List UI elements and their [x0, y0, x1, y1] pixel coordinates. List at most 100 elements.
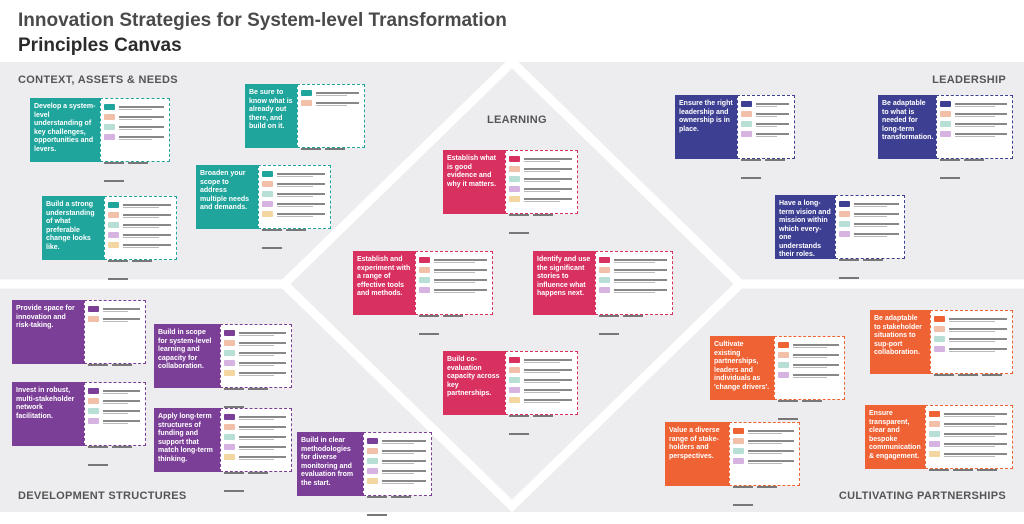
principle-card-c8[interactable]: Establish what is good evidence and why …: [443, 150, 578, 234]
principle-card-c15[interactable]: Apply long-term structures of funding an…: [154, 408, 292, 492]
card-footer-legend: [104, 154, 166, 182]
note-text-placeholder: [955, 123, 1007, 125]
note-text-placeholder: [103, 400, 140, 402]
principle-card-c3[interactable]: Broaden your scope to address multiple n…: [196, 165, 331, 249]
note-text-placeholder: [748, 440, 794, 442]
card-title: Invest in robust, multi-stakeholder netw…: [12, 382, 84, 446]
note-tag-icon: [104, 114, 115, 120]
note-tag-icon: [599, 287, 610, 293]
note-text-placeholder: [955, 103, 1007, 105]
legend-mark: [104, 179, 124, 182]
card-note-row: [419, 266, 489, 274]
principle-card-c20[interactable]: Ensure transparent, clear and bespoke co…: [865, 405, 1013, 471]
quadrant-label-development: DEVELOPMENT STRUCTURES: [18, 490, 187, 502]
legend-mark: [224, 489, 244, 492]
card-note-row: [367, 467, 428, 475]
note-tag-icon: [367, 458, 378, 464]
note-tag-icon: [733, 438, 744, 444]
card-note-row: [509, 376, 574, 384]
card-notes-panel: [84, 382, 146, 466]
principle-card-c14[interactable]: Invest in robust, multi-stakeholder netw…: [12, 382, 146, 466]
legend-mark: [940, 176, 960, 179]
legend-mark: [934, 373, 954, 376]
card-note-row: [88, 417, 142, 425]
note-text-placeholder: [382, 462, 414, 464]
principle-card-c12[interactable]: Provide space for innovation and risk-ta…: [12, 300, 146, 384]
card-note-row: [741, 120, 791, 128]
legend-mark: [741, 176, 761, 179]
card-note-row: [224, 423, 288, 431]
note-text-placeholder: [944, 433, 1007, 435]
note-text-placeholder: [239, 418, 274, 420]
note-text-placeholder: [239, 334, 274, 336]
legend-mark: [599, 314, 619, 317]
card-title: Provide space for innovation and risk-ta…: [12, 300, 84, 364]
note-text-placeholder: [793, 354, 839, 356]
principle-card-c16[interactable]: Build in clear methodologies for diverse…: [297, 432, 432, 516]
card-footer-legend: [741, 151, 791, 179]
card-notes-panel: [737, 95, 795, 179]
note-text-placeholder: [239, 456, 286, 458]
principle-card-c7[interactable]: Have a long-term vision and mission with…: [775, 195, 905, 279]
card-note-row: [778, 371, 841, 379]
note-text-placeholder: [382, 480, 426, 482]
note-text-placeholder: [103, 420, 140, 422]
principle-card-c9[interactable]: Establish and experiment with a range of…: [353, 251, 493, 335]
card-note-row: [224, 453, 288, 461]
principle-card-c17[interactable]: Be adaptable to stakeholder situations t…: [870, 310, 1013, 376]
legend-mark: [733, 503, 753, 506]
card-note-row: [839, 210, 901, 218]
card-note-row: [940, 100, 1009, 108]
principle-card-c1[interactable]: Develop a system-level understanding of …: [30, 98, 170, 182]
card-notes-panel: [595, 251, 673, 335]
card-footer-legend: [940, 151, 1009, 179]
legend-mark: [286, 228, 306, 231]
legend-mark: [765, 158, 785, 161]
note-text-placeholder: [123, 216, 159, 218]
card-note-row: [509, 155, 574, 163]
card-note-row: [108, 241, 173, 249]
card-footer-legend: [839, 251, 901, 279]
note-text-placeholder: [944, 435, 995, 437]
note-tag-icon: [509, 196, 520, 202]
note-text-placeholder: [756, 125, 777, 127]
card-note-row: [599, 286, 669, 294]
note-tag-icon: [224, 424, 235, 430]
principle-card-c6[interactable]: Be adaptable to what is needed for long-…: [878, 95, 1013, 179]
note-text-placeholder: [524, 379, 572, 381]
principle-card-c10[interactable]: Identify and use the significant stories…: [533, 251, 673, 335]
note-text-placeholder: [382, 440, 426, 442]
note-text-placeholder: [756, 113, 789, 115]
card-notes-panel: [363, 432, 432, 516]
note-text-placeholder: [756, 115, 777, 117]
note-text-placeholder: [277, 195, 313, 197]
note-text-placeholder: [239, 352, 286, 354]
principle-card-c13[interactable]: Build in scope for system-level learning…: [154, 324, 292, 408]
card-note-row: [367, 457, 428, 465]
card-note-row: [262, 170, 327, 178]
card-footer-legend: [367, 488, 428, 516]
principle-card-c4[interactable]: Build a strong understanding of what pre…: [42, 196, 177, 280]
card-note-row: [778, 341, 841, 349]
card-notes-panel: [930, 310, 1013, 376]
principle-card-c19[interactable]: Value a diverse range of stake-holders a…: [665, 422, 800, 506]
card-note-row: [509, 386, 574, 394]
note-text-placeholder: [382, 450, 426, 452]
card-note-row: [367, 447, 428, 455]
card-note-row: [778, 351, 841, 359]
note-text-placeholder: [949, 320, 995, 322]
card-note-row: [224, 369, 288, 377]
note-text-placeholder: [955, 125, 995, 127]
principle-card-c2[interactable]: Be sure to know what is already out ther…: [245, 84, 365, 168]
legend-mark: [953, 468, 973, 471]
legend-mark: [224, 387, 244, 390]
note-text-placeholder: [239, 416, 286, 418]
card-footer-legend: [929, 461, 1009, 471]
principle-card-c11[interactable]: Build co-evaluation capacity across key …: [443, 351, 578, 435]
note-text-placeholder: [103, 410, 140, 412]
note-text-placeholder: [434, 289, 487, 291]
principle-card-c18[interactable]: Cultivate existing partnerships, leaders…: [710, 336, 845, 420]
card-note-row: [929, 430, 1009, 438]
principle-card-c5[interactable]: Ensure the right leadership and ownershi…: [675, 95, 795, 179]
card-footer-legend: [88, 356, 142, 384]
